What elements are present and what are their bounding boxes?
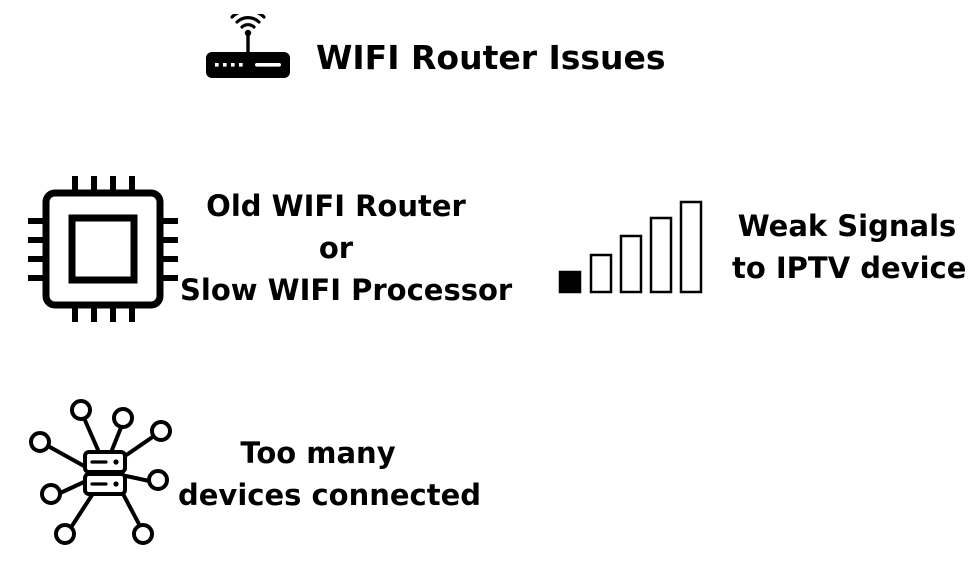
issue-line: Weak Signals [737, 209, 957, 243]
issue-too-many-devices-text: Too many devices connected [178, 432, 482, 516]
issue-line: Slow WIFI Processor [180, 273, 513, 307]
issue-line: or [318, 231, 354, 265]
page-title: WIFI Router Issues [316, 38, 666, 77]
signal-bars-icon [558, 200, 703, 294]
issue-line: to IPTV device [732, 251, 967, 285]
chip-icon [28, 176, 178, 322]
issue-weak-signal-text: Weak Signals to IPTV device [732, 205, 967, 289]
issue-line: devices connected [178, 478, 482, 512]
wifi-router-icon [206, 14, 290, 78]
issue-old-router-text: Old WIFI Router or Slow WIFI Processor [180, 185, 513, 311]
network-hub-icon [29, 399, 172, 545]
issue-line: Too many [240, 436, 396, 470]
issue-line: Old WIFI Router [206, 189, 466, 223]
